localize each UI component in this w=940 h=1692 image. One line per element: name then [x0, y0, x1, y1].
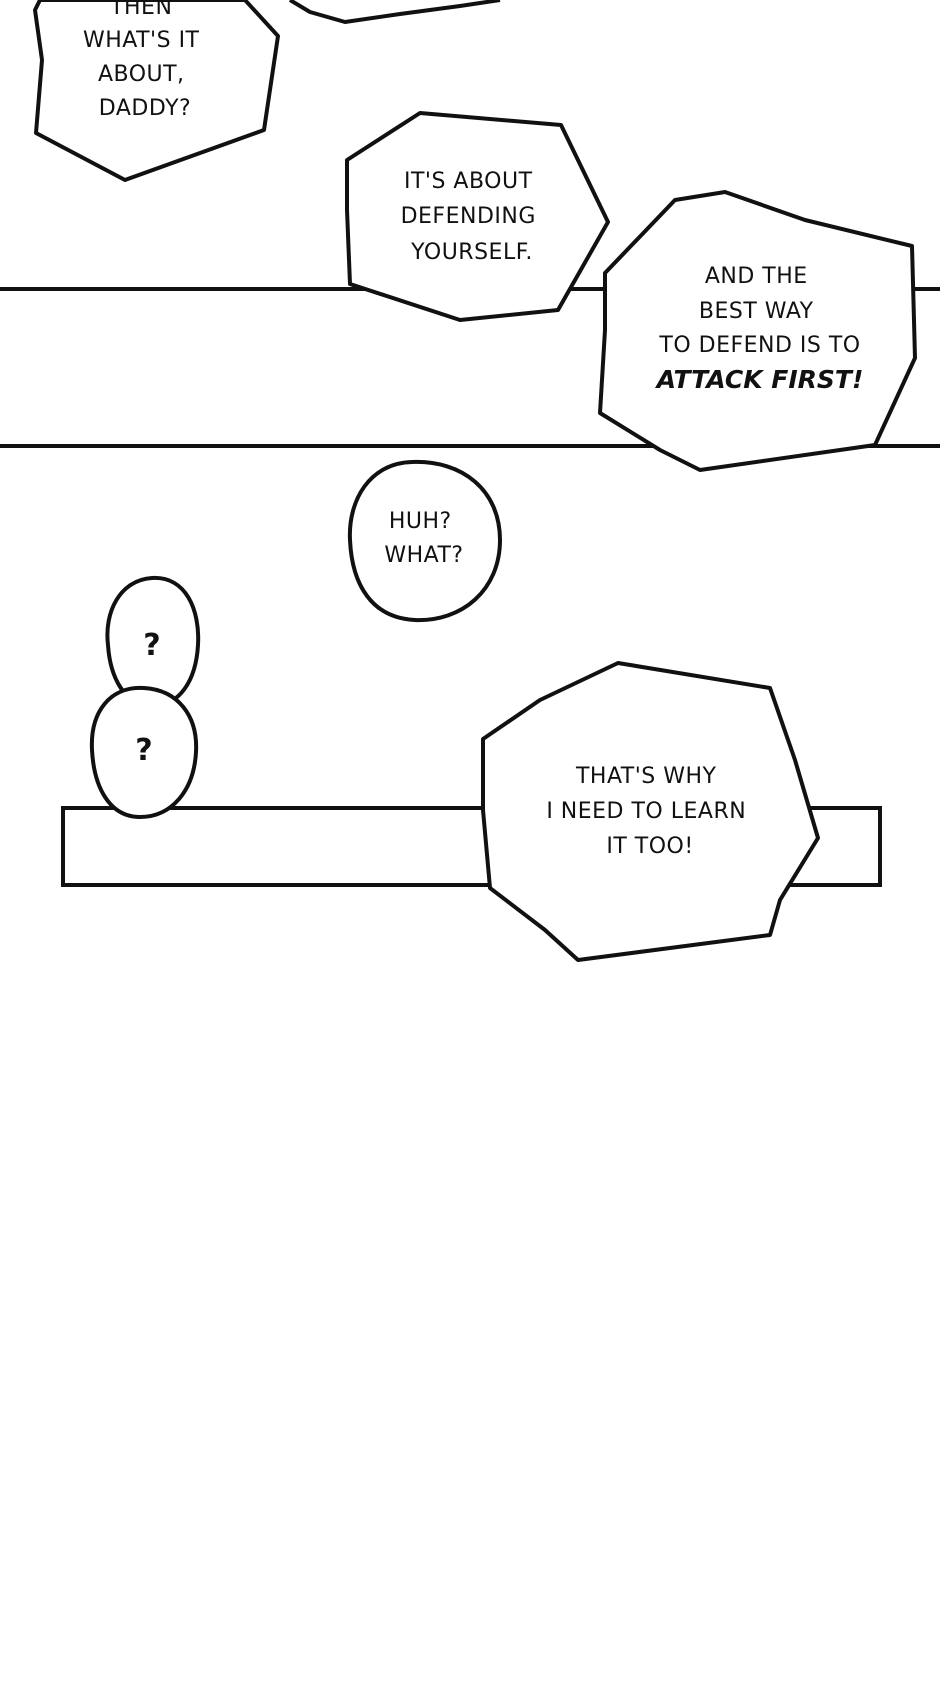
svg-text:AND THE BEST WAY T: AND THE BEST WAY TO DEFEND IS TO: [658, 264, 860, 358]
speech-bubble-defending: IT'S ABOUT DEFENDING YOURSELF.: [345, 111, 610, 322]
speech-bubble-learn-too: THAT'S WHY I NEED TO LEARN IT TOO!: [481, 661, 820, 962]
bubble-line: HUH?: [389, 509, 452, 534]
panel-box-bottom: [61, 806, 882, 887]
svg-text:HUH? WHAT?: HUH? WHAT?: [384, 509, 463, 568]
bubble-line: DADDY?: [99, 96, 191, 121]
question-mark: ?: [143, 628, 160, 663]
question-mark: ?: [135, 733, 152, 768]
bubble-line: ABOUT,: [98, 62, 185, 87]
bubble-line: THAT'S WHY: [575, 764, 717, 789]
bubble-line: YOURSELF.: [410, 240, 533, 265]
speech-bubble-attack-first: AND THE BEST WAY TO DEFEND IS TO ATTACK …: [598, 190, 917, 472]
bubble-line: THEN: [109, 0, 172, 20]
bubble-line: TO DEFEND IS TO: [658, 333, 860, 358]
bubble-line: IT TOO!: [606, 834, 693, 859]
speech-bubble-daddy-question: THEN WHAT'S IT ABOUT, DADDY?: [33, 0, 280, 182]
bubble-line: BEST WAY: [699, 299, 814, 324]
svg-text:THAT'S WHY I NEED TO LEA: THAT'S WHY I NEED TO LEARN IT TOO!: [546, 764, 753, 859]
svg-text:THEN WHAT'S IT ABO: THEN WHAT'S IT ABOUT, DADDY?: [83, 0, 207, 121]
thought-bubble-confused-top: ?: [105, 575, 201, 708]
bubble-line: DEFENDING: [401, 204, 536, 229]
bubble-line: WHAT'S IT: [83, 28, 200, 53]
bubble-emphasis: ATTACK FIRST!: [655, 365, 864, 394]
bubble-line: I NEED TO LEARN: [546, 799, 746, 824]
bubble-line: IT'S ABOUT: [404, 169, 533, 194]
speech-bubble-huh-what: HUH? WHAT?: [347, 459, 502, 623]
bubble-line: AND THE: [705, 264, 808, 289]
thought-bubble-confused-bottom: ?: [89, 685, 199, 819]
bubble-line: WHAT?: [384, 543, 463, 568]
svg-text:IT'S ABOUT DEFENDING: IT'S ABOUT DEFENDING YOURSELF.: [401, 169, 544, 265]
partial-bubble-top: [288, 0, 501, 24]
